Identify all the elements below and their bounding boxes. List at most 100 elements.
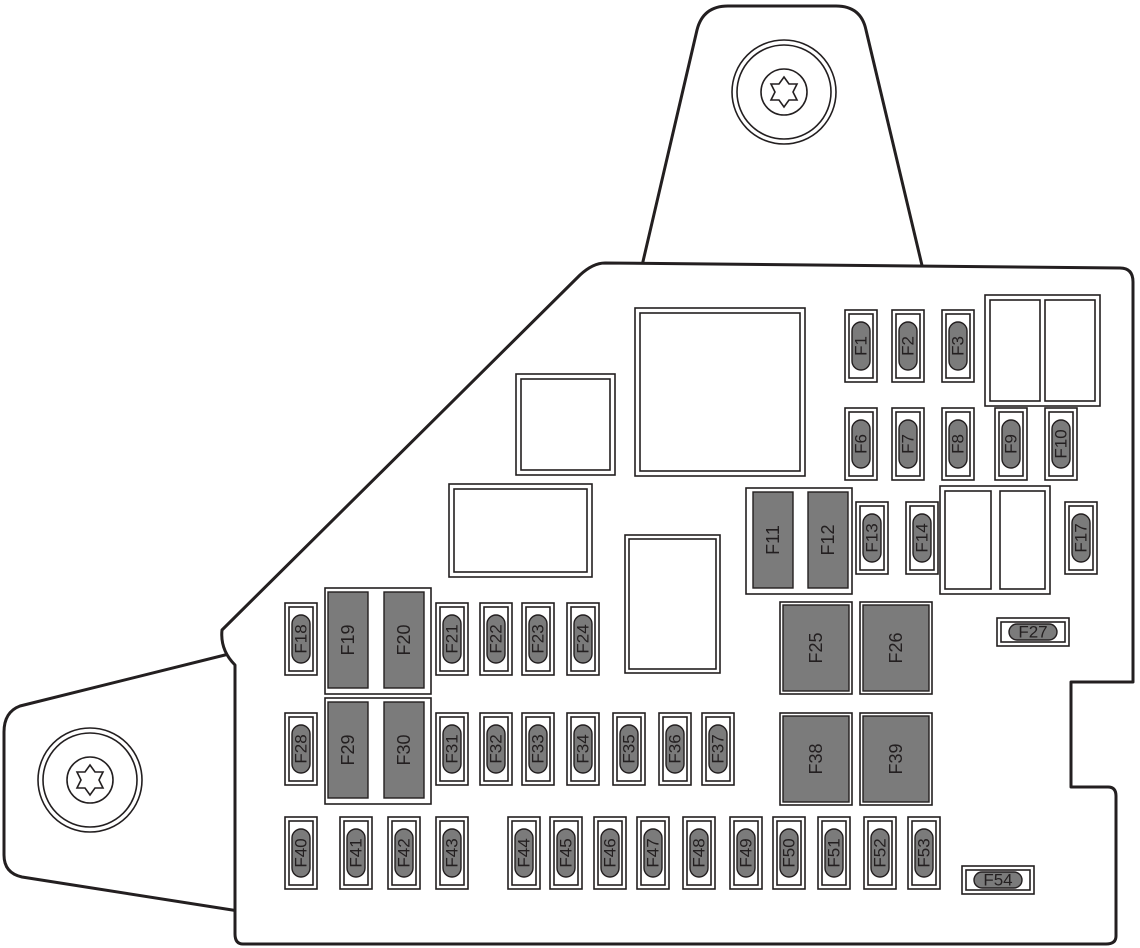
fuse-label: F38	[806, 743, 826, 774]
fuse-label: F22	[487, 624, 506, 653]
fuse-label: F31	[443, 734, 462, 763]
fuse-f22: F22	[479, 602, 513, 676]
spare-fuse-slots-top-right	[984, 294, 1101, 407]
fuse-label: F43	[443, 838, 462, 867]
fuse-f2: F2	[891, 309, 925, 383]
fuse-label: F25	[806, 632, 826, 663]
fuse-f47: F47	[636, 816, 670, 890]
fuse-label: F41	[347, 838, 366, 867]
fuse-f17: F17	[1064, 501, 1098, 575]
fuse-f32: F32	[479, 712, 513, 786]
fuse-label: F20	[394, 624, 414, 655]
fuse-label: F46	[601, 838, 620, 867]
fuse-f3: F3	[941, 309, 975, 383]
fuse-f44: F44	[507, 816, 541, 890]
fuse-label: F21	[443, 624, 462, 653]
spare-fuse-slots-right	[939, 485, 1051, 595]
fuse-label: F47	[644, 838, 663, 867]
fuse-label: F39	[886, 743, 906, 774]
fuse-f34: F34	[566, 712, 600, 786]
fuse-label: F42	[395, 838, 414, 867]
fuse-label: F8	[949, 434, 968, 454]
fuse-f43: F43	[435, 816, 469, 890]
fuse-label: F27	[1018, 623, 1047, 642]
fuse-f33: F33	[521, 712, 555, 786]
fuse-label: F24	[574, 624, 593, 653]
fuse-f38: F38	[779, 712, 853, 806]
fuse-f51: F51	[817, 816, 851, 890]
fuse-f30: F30	[383, 701, 425, 799]
fuse-label: F35	[620, 734, 639, 763]
fuse-f41: F41	[339, 816, 373, 890]
fuse-label: F12	[818, 524, 838, 555]
fuse-f13: F13	[855, 501, 889, 575]
relay-socket-large	[634, 307, 806, 477]
fuse-f53: F53	[907, 816, 941, 890]
fuse-f14: F14	[905, 501, 939, 575]
fuse-label: F37	[709, 734, 728, 763]
fuse-label: F1	[852, 336, 871, 356]
fuse-label: F49	[737, 838, 756, 867]
fuse-f48: F48	[682, 816, 716, 890]
fuse-f11: F11	[752, 491, 794, 589]
fuse-label: F33	[529, 734, 548, 763]
fuse-f45: F45	[549, 816, 583, 890]
fuse-f20: F20	[383, 591, 425, 689]
fuse-f10: F10	[1044, 407, 1078, 481]
fuse-f24: F24	[566, 602, 600, 676]
fuse-f37: F37	[701, 712, 735, 786]
fuse-f46: F46	[593, 816, 627, 890]
fuse-f12: F12	[807, 491, 849, 589]
fuse-label: F9	[1002, 434, 1021, 454]
fuse-label: F19	[338, 624, 358, 655]
fuse-f18: F18	[284, 602, 318, 676]
fuse-label: F32	[487, 734, 506, 763]
fuse-f23: F23	[521, 602, 555, 676]
fuse-label: F44	[515, 838, 534, 867]
fuse-f25: F25	[779, 601, 853, 695]
top-torx-bolt-icon	[731, 39, 837, 145]
fuse-f19: F19	[327, 591, 369, 689]
fuse-f36: F36	[658, 712, 692, 786]
fuse-label: F45	[557, 838, 576, 867]
fuse-label: F34	[574, 734, 593, 763]
relay-socket-center	[624, 534, 721, 674]
fuse-f26: F26	[859, 601, 933, 695]
fuse-f1: F1	[844, 309, 878, 383]
fuse-f40: F40	[284, 816, 318, 890]
fuse-f8: F8	[941, 407, 975, 481]
left-mounting-tab	[2, 648, 247, 914]
fuse-f28: F28	[284, 712, 318, 786]
fuse-label: F18	[292, 624, 311, 653]
fuse-label: F11	[763, 525, 783, 555]
fuse-label: F17	[1072, 523, 1091, 552]
top-mounting-tab	[639, 4, 927, 280]
fuse-label: F7	[899, 434, 918, 454]
fuse-label: F52	[871, 838, 890, 867]
fuse-label: F36	[666, 734, 685, 763]
fuse-label: F14	[913, 523, 932, 552]
fuse-label: F30	[394, 734, 414, 765]
fuse-label: F2	[899, 336, 918, 356]
fuse-f29: F29	[327, 701, 369, 799]
fuse-f7: F7	[891, 407, 925, 481]
fuse-label: F6	[852, 434, 871, 454]
fuse-f21: F21	[435, 602, 469, 676]
fuse-label: F50	[780, 838, 799, 867]
fuse-label: F53	[915, 838, 934, 867]
fuse-f49: F49	[729, 816, 763, 890]
fuse-f42: F42	[387, 816, 421, 890]
fuse-f31: F31	[435, 712, 469, 786]
fuse-label: F13	[863, 523, 882, 552]
fuse-label: F28	[292, 734, 311, 763]
fuse-f54: F54	[961, 865, 1035, 895]
fuse-label: F51	[825, 838, 844, 867]
fuse-label: F48	[690, 838, 709, 867]
fuse-label: F3	[949, 336, 968, 356]
fuse-f39: F39	[859, 712, 933, 806]
fuse-label: F10	[1052, 429, 1071, 458]
fuse-label: F29	[338, 734, 358, 765]
fuse-f35: F35	[612, 712, 646, 786]
